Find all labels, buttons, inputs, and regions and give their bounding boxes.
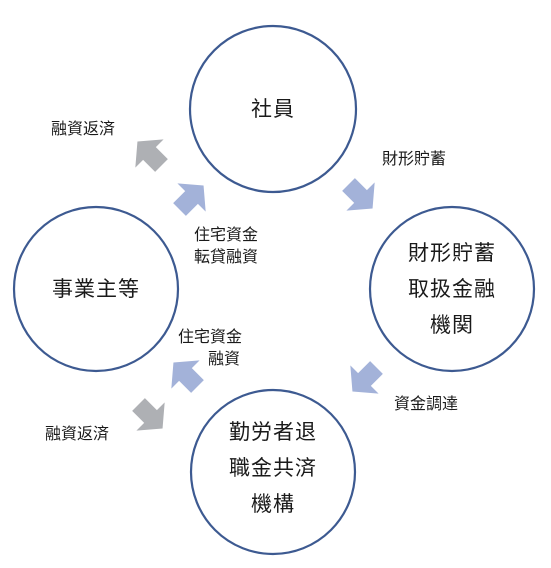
- asset-institution-line-1: 財形貯蓄: [408, 241, 496, 265]
- employer-line: 事業主等: [52, 277, 140, 301]
- retirement-org-line-3: 機構: [251, 492, 295, 516]
- employer-circle: [12, 205, 180, 373]
- asset-institution-circle: [368, 205, 536, 373]
- employee-label: 社員: [193, 70, 353, 148]
- arrow-employee-repayment: [135, 139, 168, 172]
- housing-relending-edge-label: 住宅資金 転貸融資: [194, 225, 259, 266]
- arrow-savings: [342, 178, 375, 211]
- arrow-housing-relending: [173, 183, 206, 216]
- asset-institution-line-2: 取扱金融: [408, 277, 496, 301]
- retirement-org-circle: [189, 388, 357, 556]
- employer-label: 事業主等: [16, 250, 176, 328]
- housing-loan-edge-label: 住宅資金 融資: [178, 327, 243, 368]
- savings-edge-label: 財形貯蓄: [382, 149, 447, 168]
- retirement-org-line-1: 勤労者退: [229, 420, 317, 444]
- arrow-employer-repayment: [132, 398, 165, 431]
- employee-circle: [188, 24, 358, 194]
- retirement-org-line-2: 職金共済: [229, 456, 317, 480]
- asset-institution-line-3: 機関: [430, 313, 474, 337]
- arrow-housing-loan: [171, 360, 204, 393]
- employee-repayment-edge-label: 融資返済: [51, 119, 116, 138]
- employee-line: 社員: [251, 97, 295, 121]
- employer-repayment-edge-label: 融資返済: [45, 424, 110, 443]
- retirement-org-label: 勤労者退 職金共済 機構: [193, 409, 353, 527]
- asset-institution-label: 財形貯蓄 取扱金融 機関: [372, 230, 532, 348]
- arrow-fund-raising: [350, 361, 383, 394]
- fund-raising-edge-label: 資金調達: [394, 394, 459, 413]
